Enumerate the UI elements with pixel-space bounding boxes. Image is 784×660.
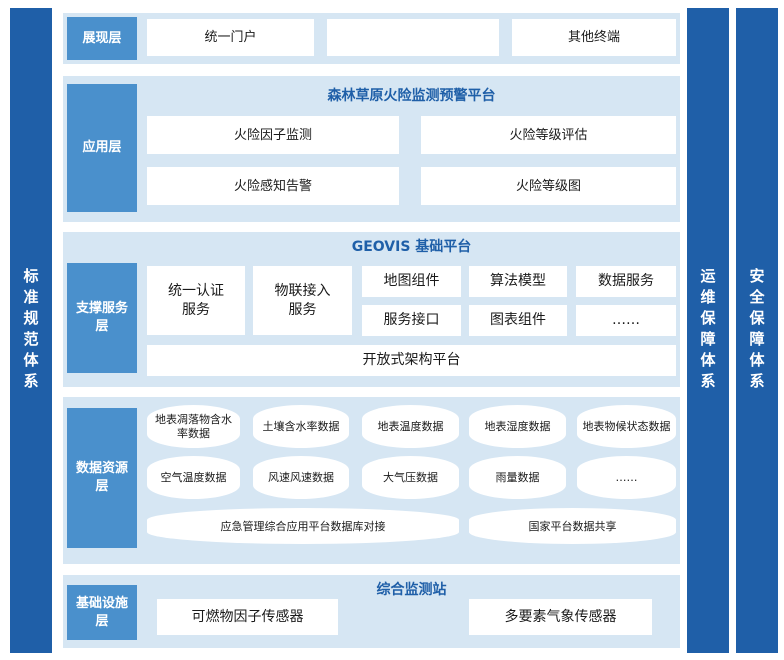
soil-moisture-data: 土壤含水率数据: [253, 405, 349, 448]
support-layer-label: 支撑服务层: [67, 263, 137, 373]
fire-alert-box: 火险感知告警: [147, 167, 399, 205]
fire-level-map-box: 火险等级图: [421, 167, 676, 205]
algorithm-model-box: 算法模型: [469, 266, 567, 297]
open-architecture-box: 开放式架构平台: [147, 345, 676, 376]
fuel-sensor-box: 可燃物因子传感器: [157, 599, 338, 635]
air-temperature-data: 空气温度数据: [147, 456, 240, 499]
data-layer-label: 数据资源层: [67, 408, 137, 548]
application-platform-title: 森林草原火险监测预警平台: [327, 88, 496, 104]
wind-speed-data: 风速风速数据: [253, 456, 349, 499]
litter-moisture-data: 地表凋落物含水率数据: [147, 405, 240, 448]
fire-factor-monitor-box: 火险因子监测: [147, 116, 399, 154]
infrastructure-layer-label: 基础设施层: [67, 585, 137, 640]
monitoring-station-title: 综合监测站: [376, 582, 447, 598]
phenology-data: 地表物候状态数据: [577, 405, 676, 448]
data-more: ……: [577, 456, 676, 499]
emergency-db-interface: 应急管理综合应用平台数据库对接: [147, 508, 459, 544]
air-pressure-data: 大气压数据: [362, 456, 459, 499]
unified-auth-box: 统一认证服务: [147, 266, 245, 335]
support-more-box: ……: [576, 305, 676, 336]
chart-component-box: 图表组件: [469, 305, 567, 336]
iot-access-box: 物联接入服务: [253, 266, 352, 335]
geovis-platform-title: GEOVIS 基础平台: [351, 239, 472, 255]
surface-temperature-data: 地表温度数据: [362, 405, 459, 448]
application-layer-label: 应用层: [67, 84, 137, 212]
map-component-box: 地图组件: [362, 266, 461, 297]
weather-sensor-box: 多要素气象传感器: [469, 599, 652, 635]
other-terminal-box: 其他终端: [512, 19, 676, 56]
presentation-layer-label: 展现层: [67, 17, 137, 60]
unified-portal-box: 统一门户: [147, 19, 314, 56]
data-service-box: 数据服务: [576, 266, 676, 297]
fire-level-eval-box: 火险等级评估: [421, 116, 676, 154]
rainfall-data: 雨量数据: [469, 456, 566, 499]
security-guarantee-column: 安全保障体系: [736, 8, 778, 653]
national-data-sharing: 国家平台数据共享: [469, 508, 676, 544]
surface-humidity-data: 地表湿度数据: [469, 405, 566, 448]
blank-terminal-box: [327, 19, 499, 56]
ops-guarantee-column: 运维保障体系: [687, 8, 729, 653]
service-interface-box: 服务接口: [362, 305, 461, 336]
standards-column: 标准规范体系: [10, 8, 52, 653]
